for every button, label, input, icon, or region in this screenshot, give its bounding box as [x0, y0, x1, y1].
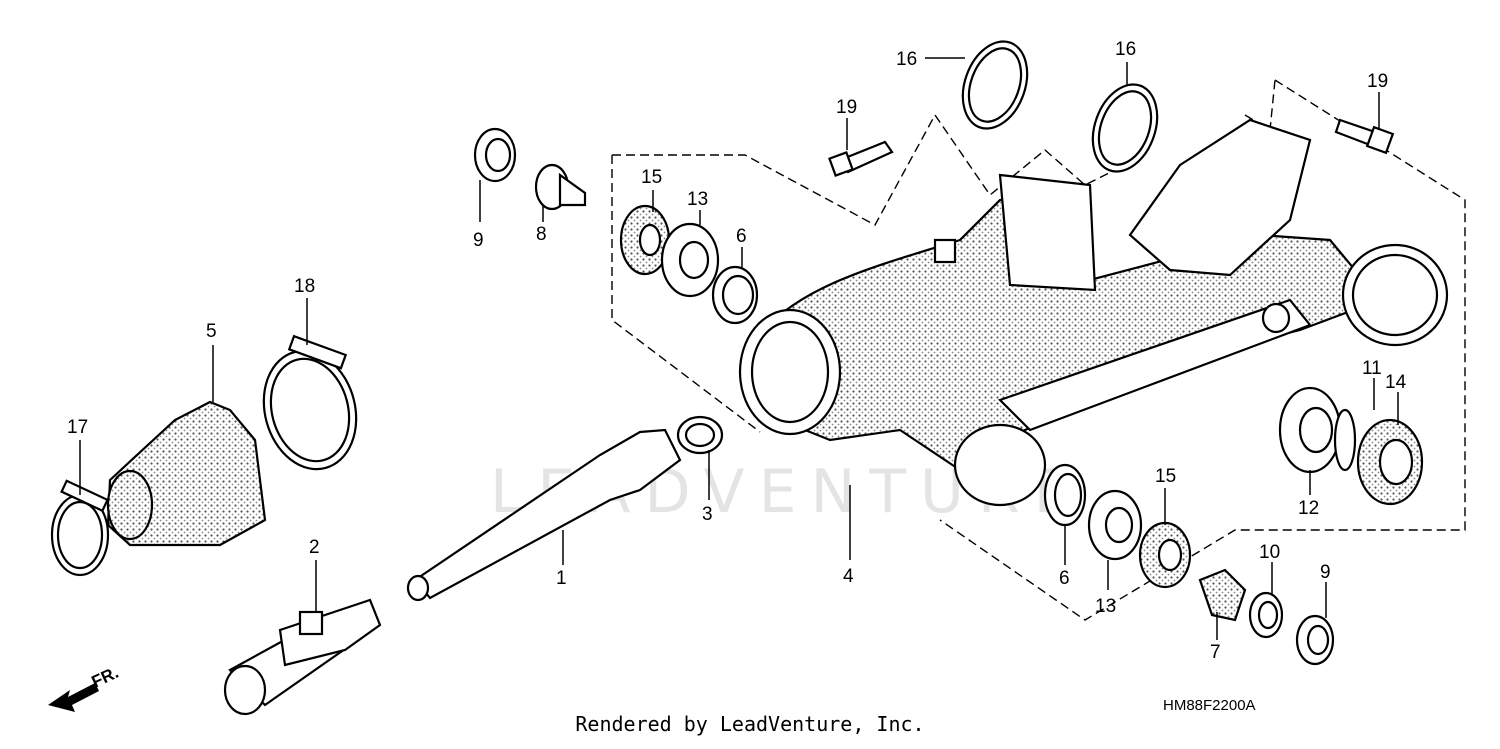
- diagram-code: HM88F2200A: [1163, 697, 1256, 714]
- callout-7: 7: [1210, 642, 1221, 663]
- callout-9b: 9: [1320, 562, 1331, 583]
- callout-16a: 16: [896, 49, 917, 70]
- swingarm-body: [738, 118, 1449, 507]
- plug-8: [534, 163, 587, 211]
- callout-15a: 15: [641, 167, 662, 188]
- callout-14: 14: [1385, 372, 1407, 393]
- callout-5: 5: [206, 321, 217, 342]
- universal-joint-2: [223, 598, 382, 716]
- callout-12: 12: [1298, 498, 1319, 519]
- seal-15b: [1138, 521, 1192, 589]
- callout-3: 3: [702, 504, 713, 525]
- drive-shaft-1: [406, 428, 682, 602]
- callout-19b: 19: [1367, 71, 1388, 92]
- leader-lines: [79, 57, 1399, 640]
- callout-6a: 6: [736, 226, 747, 247]
- seal-15a: [619, 204, 671, 276]
- callout-19a: 19: [836, 97, 857, 118]
- lock-nut-9b: [1295, 614, 1335, 666]
- bearing-12: [1278, 386, 1342, 474]
- callout-6b: 6: [1059, 568, 1070, 589]
- callout-17: 17: [67, 417, 88, 438]
- callout-1: 1: [556, 568, 567, 589]
- nut-10: [1248, 591, 1284, 639]
- callout-2: 2: [309, 537, 320, 558]
- bearing-13b: [1087, 489, 1143, 561]
- front-arrow-icon: FR.: [48, 663, 122, 712]
- callout-13b: 13: [1095, 596, 1116, 617]
- boot-clamp-18: [262, 334, 358, 471]
- lock-nut-9a: [473, 127, 517, 183]
- callout-13a: 13: [687, 189, 708, 210]
- boot-7: [1198, 568, 1247, 622]
- callout-11: 11: [1362, 358, 1382, 379]
- boot-5: [106, 400, 267, 547]
- seal-14: [1356, 418, 1424, 506]
- bolt-19a: [828, 140, 894, 177]
- callout-4: 4: [843, 566, 854, 587]
- callout-18: 18: [294, 276, 315, 297]
- bearing-13a: [660, 222, 720, 298]
- callout-8: 8: [536, 224, 547, 245]
- seal-6b: [1043, 463, 1087, 527]
- callout-15b: 15: [1155, 466, 1176, 487]
- callout-16b: 16: [1115, 39, 1136, 60]
- seal-6a: [711, 265, 759, 325]
- callout-labels: 1 2 3 4 5 6 6 7 8 9 9 10 11 12 13 13 14 …: [67, 39, 1407, 663]
- callout-9a: 9: [473, 230, 484, 251]
- bolt-19b: [1334, 118, 1395, 155]
- boot-clamp-17: [50, 479, 110, 577]
- callout-10: 10: [1259, 542, 1280, 563]
- spring-3: [676, 415, 724, 455]
- footer-credit: Rendered by LeadVenture, Inc.: [575, 712, 925, 736]
- snap-ring-11: [1333, 408, 1357, 472]
